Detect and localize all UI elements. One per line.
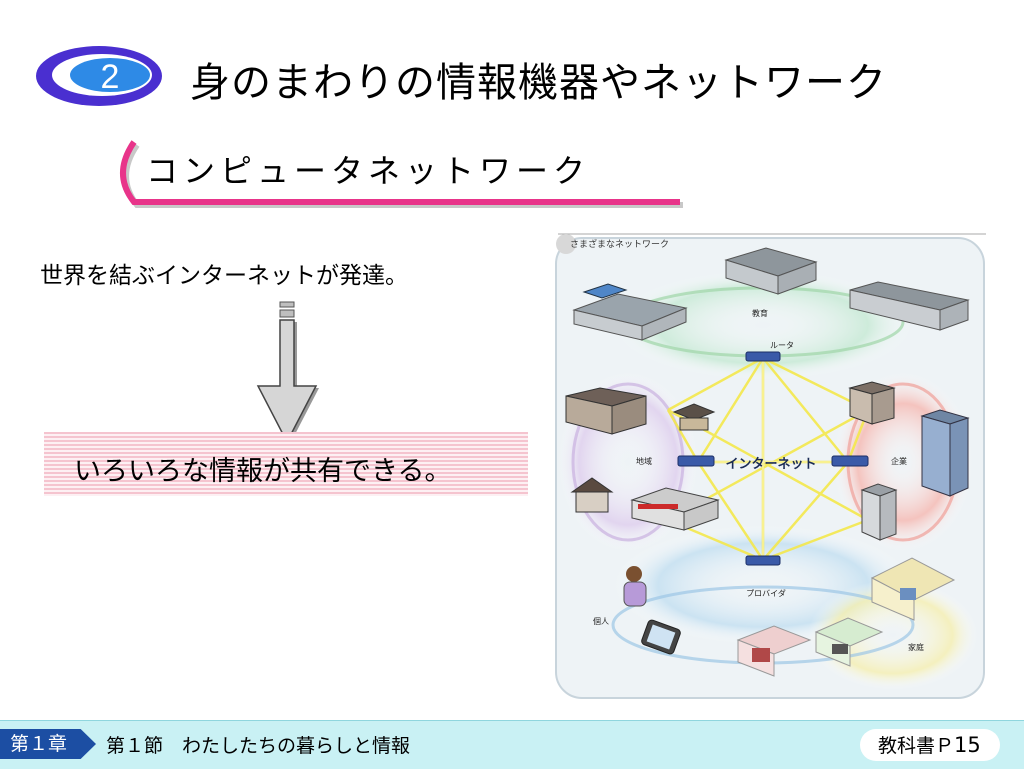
network-diagram: さまざまなネットワーク: [548, 230, 988, 700]
shrine-icon: [672, 403, 716, 431]
internet-label: インターネット: [725, 457, 816, 472]
highlight-box: [44, 432, 528, 496]
skyscraper-icon: [920, 409, 970, 497]
store-icon: [630, 487, 720, 531]
footer-bar: 第１章 第１節 わたしたちの暮らしと情報 教科書Ｐ15: [0, 720, 1024, 769]
page-number: 15: [954, 733, 981, 757]
region-community: 地域: [636, 456, 652, 466]
router-left-icon: [677, 455, 715, 467]
subtitle: コンピュータネットワーク: [146, 152, 591, 190]
office-building-icon: [848, 381, 896, 425]
home-tv-icon: [736, 625, 812, 677]
statement-text: 世界を結ぶインターネットが発達。: [40, 263, 408, 289]
person-phone-icon: [623, 566, 647, 607]
figure-caption: さまざまなネットワーク: [570, 238, 669, 250]
textbook-prefix: 教科書Ｐ: [878, 735, 955, 757]
tower-building-icon: [860, 483, 898, 541]
subtitle-decoration: [120, 140, 683, 208]
section-number: 2: [101, 58, 120, 96]
university-building-icon: [724, 247, 818, 295]
home-pc-icon: [870, 557, 956, 621]
apartment-building-icon: [565, 387, 647, 435]
router-bottom-icon: [745, 555, 781, 566]
chapter-badge: 第１章: [0, 729, 96, 759]
region-education: 教育: [752, 308, 768, 318]
region-personal: 個人: [593, 616, 609, 626]
router-right-icon: [831, 455, 869, 467]
region-home: 家庭: [908, 642, 924, 652]
home-laptop-icon: [814, 617, 884, 667]
router-label: ルータ: [770, 341, 794, 350]
school-building-icon: [572, 283, 688, 341]
section-label: 第１節 わたしたちの暮らしと情報: [106, 735, 411, 757]
school-complex-icon: [849, 281, 970, 331]
page-title: 身のまわりの情報機器やネットワーク: [190, 60, 887, 106]
house-icon: [570, 477, 614, 513]
textbook-page-ref: 教科書Ｐ15: [860, 729, 1000, 761]
provider-label: プロバイダ: [746, 588, 786, 598]
highlight-text: いろいろな情報が共有できる。: [74, 456, 452, 487]
region-business: 企業: [891, 456, 907, 466]
tablet-icon: [641, 619, 681, 655]
router-top-icon: [745, 351, 781, 362]
section-number-badge: 2: [36, 46, 162, 106]
down-arrow-icon: [256, 301, 319, 444]
